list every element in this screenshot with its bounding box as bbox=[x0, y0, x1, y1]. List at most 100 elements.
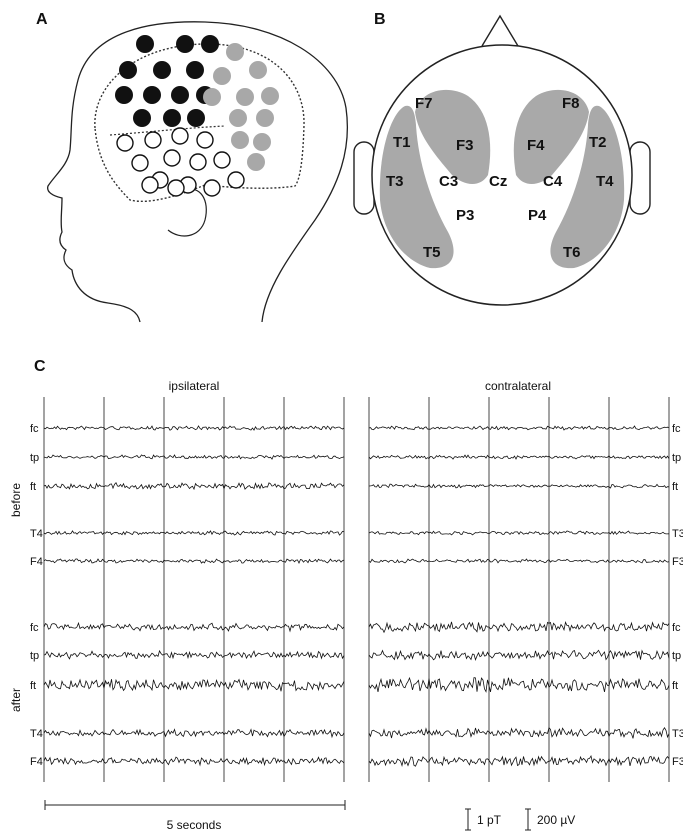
channel-label: fc bbox=[672, 423, 681, 435]
sensor-gray bbox=[249, 61, 267, 79]
sensor-open bbox=[197, 132, 213, 148]
sensor-black bbox=[171, 86, 189, 104]
channel-label: ft bbox=[30, 481, 36, 493]
condition-label-ipsilateral: ipsilateral bbox=[169, 379, 220, 393]
electrode-label: Cz bbox=[489, 173, 507, 190]
nose-outline bbox=[482, 16, 518, 46]
eeg-trace bbox=[44, 426, 344, 430]
sensor-gray bbox=[203, 88, 221, 106]
eeg-trace bbox=[44, 483, 344, 489]
sensor-array bbox=[115, 35, 279, 196]
sensor-black bbox=[143, 86, 161, 104]
sensor-black bbox=[153, 61, 171, 79]
electrode-label: F4 bbox=[527, 137, 545, 154]
time-gridlines bbox=[44, 397, 669, 782]
channel-label: F4 bbox=[30, 556, 43, 568]
eeg-trace bbox=[44, 651, 344, 659]
sensor-gray bbox=[236, 88, 254, 106]
trace-group bbox=[44, 426, 669, 766]
electrode-label: P4 bbox=[528, 207, 547, 224]
sensor-gray bbox=[213, 67, 231, 85]
channel-label: ft bbox=[30, 680, 36, 692]
sensor-gray bbox=[256, 109, 274, 127]
electrode-label: T6 bbox=[563, 244, 581, 261]
eeg-trace bbox=[369, 426, 669, 430]
sensor-black bbox=[115, 86, 133, 104]
eeg-trace bbox=[44, 730, 344, 737]
sensor-black bbox=[119, 61, 137, 79]
eeg-trace bbox=[369, 756, 669, 766]
sensor-black bbox=[136, 35, 154, 53]
panel-label-c: C bbox=[34, 358, 46, 375]
sensor-open bbox=[172, 128, 188, 144]
channel-label: T3 bbox=[672, 528, 683, 540]
sensor-black bbox=[187, 109, 205, 127]
left-ear bbox=[354, 142, 374, 214]
eeg-trace bbox=[44, 623, 344, 631]
channel-label: tp bbox=[30, 650, 39, 662]
channel-label: T3 bbox=[672, 728, 683, 740]
panel-c: C ipsilateral contralateral fc tp ft T4 … bbox=[9, 358, 683, 832]
channel-label: tp bbox=[30, 452, 39, 464]
panel-label-a: A bbox=[36, 11, 48, 28]
sensor-open bbox=[228, 172, 244, 188]
sensor-open bbox=[168, 180, 184, 196]
sensor-open bbox=[132, 155, 148, 171]
eeg-trace bbox=[369, 650, 669, 660]
sensor-open bbox=[164, 150, 180, 166]
channel-label: ft bbox=[672, 680, 678, 692]
sensor-gray bbox=[261, 87, 279, 105]
panel-b: B F7 F8 T1 F3 F4 T2 T3 C3 Cz C4 T4 P3 P4… bbox=[354, 11, 650, 305]
eeg-trace bbox=[44, 757, 344, 765]
eeg-trace bbox=[369, 531, 669, 535]
channel-label: F3 bbox=[672, 756, 683, 768]
channel-label: tp bbox=[672, 452, 681, 464]
eeg-trace bbox=[44, 559, 344, 563]
electrode-label: C4 bbox=[543, 173, 563, 190]
eeg-trace bbox=[369, 484, 669, 488]
eeg-trace bbox=[369, 678, 669, 692]
time-scale-label: 5 seconds bbox=[167, 818, 222, 832]
channel-label: F4 bbox=[30, 756, 43, 768]
channel-label: fc bbox=[672, 622, 681, 634]
channel-label: fc bbox=[30, 423, 39, 435]
sensor-open bbox=[142, 177, 158, 193]
electrode-label: T4 bbox=[596, 173, 614, 190]
eeg-trace bbox=[369, 559, 669, 563]
sensor-open bbox=[204, 180, 220, 196]
electrode-label: T2 bbox=[589, 134, 607, 151]
sensor-open bbox=[214, 152, 230, 168]
eeg-trace bbox=[369, 622, 669, 632]
eeg-scale-label: 200 µV bbox=[537, 813, 575, 827]
eeg-trace bbox=[369, 728, 669, 739]
sensor-gray bbox=[231, 131, 249, 149]
eeg-trace bbox=[44, 531, 344, 535]
sensor-black bbox=[186, 61, 204, 79]
sensor-black bbox=[163, 109, 181, 127]
channel-label: T4 bbox=[30, 528, 43, 540]
meg-scale-label: 1 pT bbox=[477, 813, 502, 827]
sensor-black bbox=[176, 35, 194, 53]
sensor-black bbox=[133, 109, 151, 127]
electrode-label: T1 bbox=[393, 134, 411, 151]
eeg-trace bbox=[44, 455, 344, 459]
panel-a: A bbox=[36, 11, 347, 322]
channel-label: tp bbox=[672, 650, 681, 662]
channel-label: T4 bbox=[30, 728, 43, 740]
channel-label: ft bbox=[672, 481, 678, 493]
panel-label-b: B bbox=[374, 11, 386, 28]
eeg-trace bbox=[44, 679, 344, 691]
sensor-gray bbox=[247, 153, 265, 171]
electrode-label: P3 bbox=[456, 207, 474, 224]
electrode-label: T3 bbox=[386, 173, 404, 190]
group-label-after: after bbox=[9, 688, 23, 712]
eeg-trace bbox=[369, 455, 669, 459]
channel-label: F3 bbox=[672, 556, 683, 568]
group-label-before: before bbox=[9, 483, 23, 517]
right-ear bbox=[630, 142, 650, 214]
electrode-label: F3 bbox=[456, 137, 474, 154]
sensor-gray bbox=[253, 133, 271, 151]
electrode-label: F7 bbox=[415, 95, 433, 112]
sensor-gray bbox=[229, 109, 247, 127]
